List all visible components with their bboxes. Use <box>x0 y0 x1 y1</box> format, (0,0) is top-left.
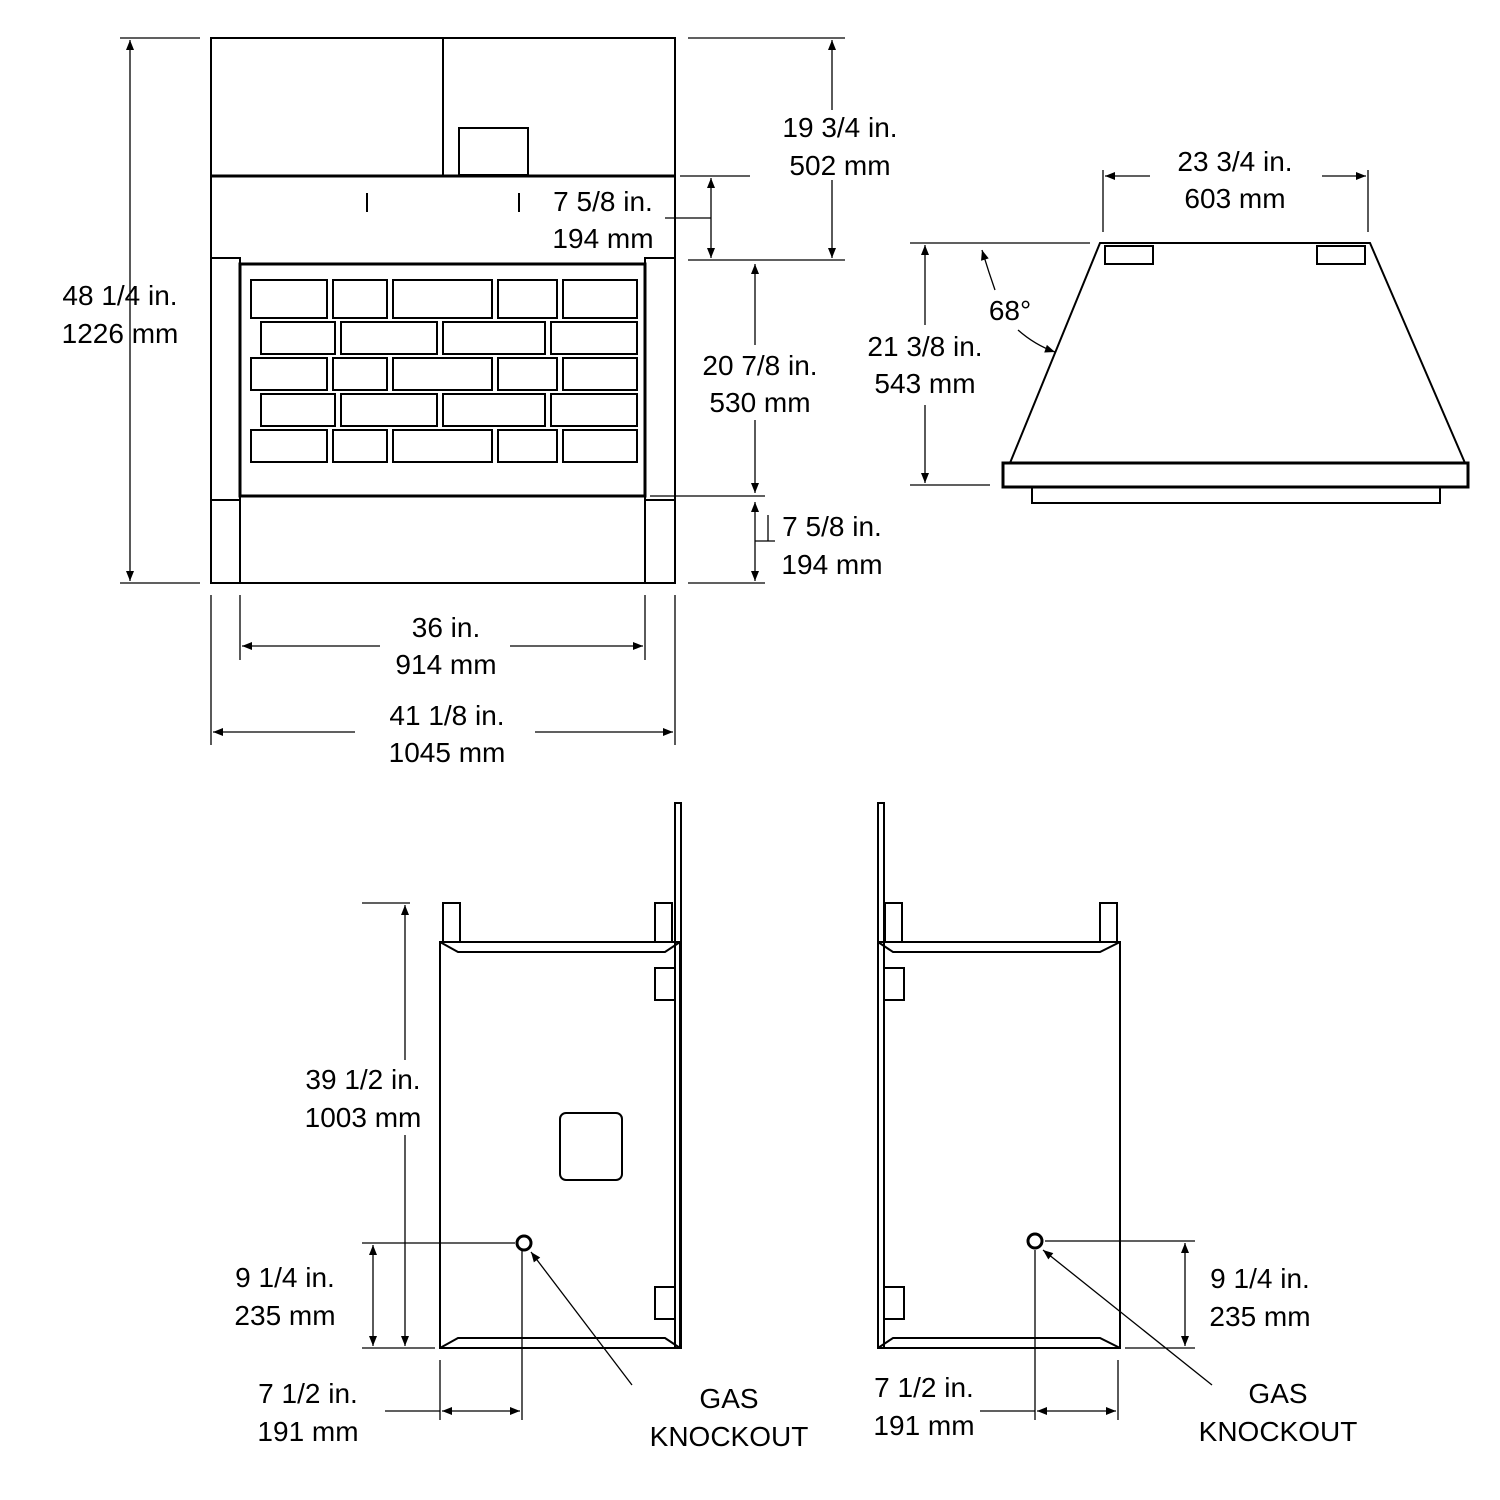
back-width-mm: 603 mm <box>1184 183 1285 214</box>
front-dimensions: 48 1/4 in. 1226 mm 19 3/4 in. 502 mm 7 5… <box>62 37 898 768</box>
firebrick <box>497 279 558 319</box>
left-gas-label-2: KNOCKOUT <box>650 1421 809 1452</box>
upper-band-mm: 194 mm <box>552 223 653 254</box>
firebrick <box>250 429 328 463</box>
lower-band-mm: 194 mm <box>781 549 882 580</box>
left-height-mm: 1003 mm <box>305 1102 422 1133</box>
firebrick <box>562 429 638 463</box>
back-width-in: 23 3/4 in. <box>1177 146 1292 177</box>
left-side-view: 39 1/2 in. 1003 mm 9 1/4 in. 235 mm 7 1/… <box>234 802 809 1452</box>
firebrick <box>550 321 638 355</box>
overall-width-mm: 1045 mm <box>389 737 506 768</box>
right-knockout-height-mm: 235 mm <box>1209 1301 1310 1332</box>
upper-band-in: 7 5/8 in. <box>553 186 653 217</box>
firebrick <box>562 279 638 319</box>
right-offset-mm: 191 mm <box>873 1410 974 1441</box>
firebrick <box>562 357 638 391</box>
opening-height-in: 20 7/8 in. <box>702 350 817 381</box>
firebrick <box>332 279 388 319</box>
overall-width-in: 41 1/8 in. <box>389 700 504 731</box>
firebrick <box>442 321 546 355</box>
firebrick <box>392 357 493 391</box>
left-offset-in: 7 1/2 in. <box>258 1378 358 1409</box>
firebrick <box>497 429 558 463</box>
firebrick <box>250 357 328 391</box>
firebrick-pattern <box>250 279 638 463</box>
right-gas-label-2: KNOCKOUT <box>1199 1416 1358 1447</box>
firebrick <box>332 429 388 463</box>
firebrick <box>340 321 438 355</box>
top-view: 23 3/4 in. 603 mm 21 3/8 in. 543 mm 68° <box>867 146 1470 504</box>
firebrick <box>392 429 493 463</box>
left-knockout-height-in: 9 1/4 in. <box>235 1262 335 1293</box>
firebrick <box>550 393 638 427</box>
gas-knockout-right <box>1026 1232 1044 1250</box>
overall-height-mm: 1226 mm <box>62 318 179 349</box>
angle-label: 68° <box>989 295 1031 326</box>
right-knockout-height-in: 9 1/4 in. <box>1210 1263 1310 1294</box>
gas-knockout-left <box>515 1234 533 1252</box>
firebrick <box>260 393 336 427</box>
depth-mm: 543 mm <box>874 368 975 399</box>
firebrick <box>250 279 328 319</box>
opening-height-mm: 530 mm <box>709 387 810 418</box>
firebrick <box>442 393 546 427</box>
top-section-mm: 502 mm <box>789 150 890 181</box>
left-gas-label-1: GAS <box>699 1383 758 1414</box>
firebrick <box>497 357 558 391</box>
front-view <box>210 37 676 584</box>
right-gas-label-1: GAS <box>1248 1378 1307 1409</box>
right-offset-in: 7 1/2 in. <box>874 1372 974 1403</box>
firebrick <box>392 279 493 319</box>
opening-width-mm: 914 mm <box>395 649 496 680</box>
top-section-in: 19 3/4 in. <box>782 112 897 143</box>
left-height-in: 39 1/2 in. <box>305 1064 420 1095</box>
firebrick <box>260 321 336 355</box>
left-knockout-height-mm: 235 mm <box>234 1300 335 1331</box>
right-side-view: 9 1/4 in. 235 mm 7 1/2 in. 191 mm GAS KN… <box>873 802 1358 1447</box>
lower-band-in: 7 5/8 in. <box>782 511 882 542</box>
depth-in: 21 3/8 in. <box>867 331 982 362</box>
left-offset-mm: 191 mm <box>257 1416 358 1447</box>
opening-width-in: 36 in. <box>412 612 481 643</box>
firebrick <box>332 357 388 391</box>
overall-height-in: 48 1/4 in. <box>62 280 177 311</box>
firebrick <box>340 393 438 427</box>
